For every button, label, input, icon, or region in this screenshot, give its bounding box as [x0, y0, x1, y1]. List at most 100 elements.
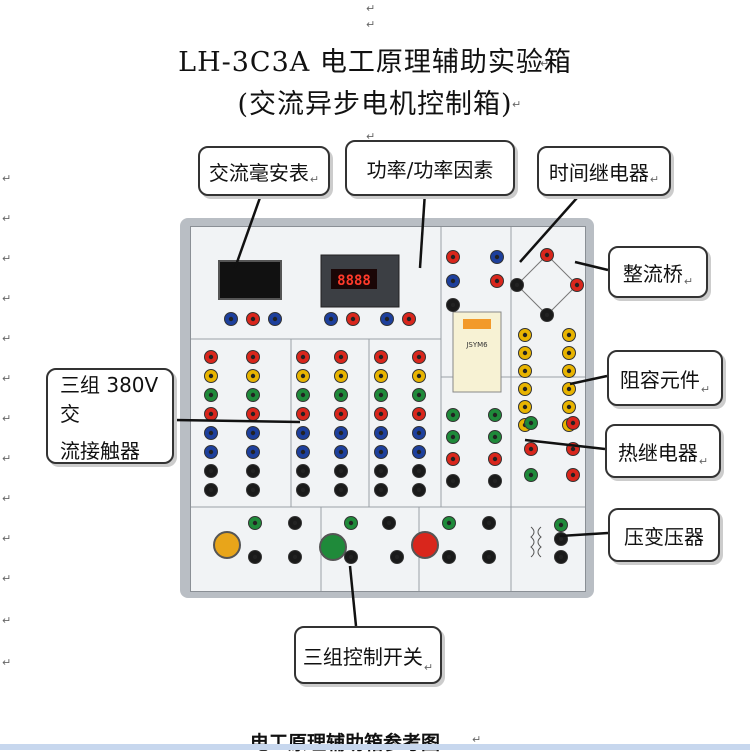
terminal-hole — [570, 446, 576, 452]
terminal-hole — [292, 520, 298, 526]
terminal-hole — [300, 468, 306, 474]
paragraph-mark: ↵ — [2, 656, 12, 669]
terminal-hole — [338, 411, 344, 417]
terminal-hole — [486, 554, 492, 560]
callout-ammeter-text: 交流毫安表 — [208, 160, 309, 185]
terminal-hole — [250, 411, 256, 417]
paragraph-mark: ↵ — [2, 452, 12, 465]
terminal-hole — [450, 254, 456, 260]
callout-thermal-relay: 热继电器↵ — [605, 424, 721, 478]
terminal-hole — [348, 554, 354, 560]
terminal-hole — [272, 316, 278, 322]
terminal-hole — [208, 487, 214, 493]
callout-control-switches-text: 三组控制开关 — [302, 644, 423, 669]
paragraph-mark: ↵ — [2, 172, 12, 185]
terminal-hole — [446, 520, 452, 526]
terminal-hole — [348, 520, 354, 526]
terminal-hole — [570, 420, 576, 426]
paragraph-mark: ↵ — [2, 614, 12, 627]
paragraph-mark: ↵ — [512, 98, 522, 111]
panel-face: 8888 JSYM6 — [190, 226, 586, 592]
callout-contactors-line1: 三组 380V 交 — [60, 372, 159, 426]
paragraph-mark: ↵ — [2, 572, 12, 585]
terminal-hole — [492, 456, 498, 462]
terminal-hole — [528, 420, 534, 426]
terminal-hole — [350, 316, 356, 322]
terminal-hole — [416, 449, 422, 455]
terminal-hole — [416, 373, 422, 379]
terminal-hole — [450, 456, 456, 462]
callout-rc-elements: 阻容元件↵ — [607, 350, 723, 406]
pilot-lamp-green — [319, 533, 347, 561]
terminal-hole — [252, 554, 258, 560]
terminal-hole — [566, 368, 572, 374]
terminal-hole — [378, 430, 384, 436]
paragraph-mark: ↵ — [2, 292, 12, 305]
terminal-hole — [492, 412, 498, 418]
terminal-hole — [378, 373, 384, 379]
terminal-hole — [528, 446, 534, 452]
callout-rectifier-bridge-text: 整流桥 — [622, 261, 683, 286]
terminal-hole — [494, 254, 500, 260]
pilot-lamp-yellow — [213, 531, 241, 559]
terminal-hole — [450, 302, 456, 308]
terminal-hole — [250, 449, 256, 455]
terminal-hole — [416, 430, 422, 436]
paragraph-mark: ↵ — [366, 130, 376, 143]
paragraph-mark: ↵ — [2, 412, 12, 425]
terminal-hole — [450, 478, 456, 484]
terminal-hole — [208, 468, 214, 474]
terminal-hole — [300, 354, 306, 360]
terminal-hole — [416, 411, 422, 417]
paragraph-mark: ↵ — [2, 252, 12, 265]
callout-thermal-relay-text: 热继电器 — [617, 440, 698, 465]
terminal-hole — [558, 554, 564, 560]
terminal-hole — [492, 434, 498, 440]
terminal-hole — [450, 278, 456, 284]
terminal-hole — [250, 354, 256, 360]
terminal-hole — [338, 468, 344, 474]
terminal-hole — [566, 350, 572, 356]
terminal-hole — [416, 354, 422, 360]
terminal-hole — [522, 404, 528, 410]
terminal-hole — [566, 332, 572, 338]
terminal-hole — [416, 392, 422, 398]
paragraph-mark: ↵ — [2, 492, 12, 505]
callout-control-switches: 三组控制开关↵ — [294, 626, 442, 684]
terminal-hole — [338, 430, 344, 436]
terminal-hole — [338, 373, 344, 379]
terminal-hole — [522, 332, 528, 338]
terminal-hole — [558, 522, 564, 528]
paragraph-mark: ↵ — [366, 18, 376, 31]
terminal-hole — [566, 404, 572, 410]
terminal-hole — [522, 350, 528, 356]
terminal-hole — [250, 468, 256, 474]
terminal-hole — [486, 520, 492, 526]
terminal-hole — [514, 282, 520, 288]
callout-transformer-text: 压变压器 — [624, 524, 704, 549]
terminal-hole — [570, 472, 576, 478]
terminal-hole — [558, 536, 564, 542]
paragraph-mark: ↵ — [2, 372, 12, 385]
terminal-hole — [300, 487, 306, 493]
terminal-hole — [416, 468, 422, 474]
terminal-hole — [394, 554, 400, 560]
terminal-hole — [300, 411, 306, 417]
terminal-hole — [378, 449, 384, 455]
terminal-hole — [228, 316, 234, 322]
terminal-hole — [292, 554, 298, 560]
pilot-lamp-red — [411, 531, 439, 559]
terminal-hole — [378, 468, 384, 474]
terminal-hole — [386, 520, 392, 526]
callout-power-factor-text: 功率/功率因素 — [366, 157, 494, 182]
terminal-hole — [208, 430, 214, 436]
terminal-hole — [250, 373, 256, 379]
callout-rc-elements-text: 阻容元件 — [619, 367, 700, 392]
paragraph-mark: ↵ — [2, 532, 12, 545]
terminal-hole — [300, 430, 306, 436]
terminal-hole — [338, 354, 344, 360]
document-title: LH-3C3A 电工原理辅助实验箱 — [178, 47, 572, 78]
terminal-hole — [208, 411, 214, 417]
power-meter-screen — [331, 269, 377, 289]
paragraph-mark: ↵ — [2, 212, 12, 225]
